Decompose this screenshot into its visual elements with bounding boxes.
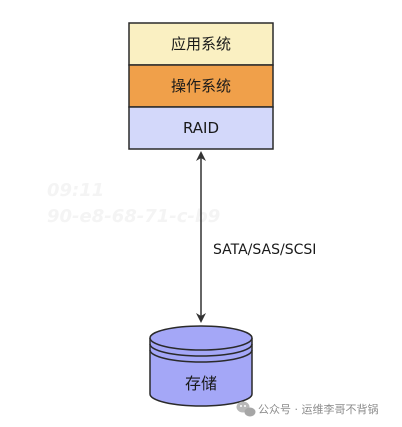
layer-raid-label: RAID [183,119,219,137]
watermark-line-time: 09:11 [47,180,104,201]
layer-application-system: 应用系统 [128,22,274,66]
system-stack: 应用系统 操作系统 RAID [128,22,274,150]
watermark-line-mac: 90-e8-68-71-c-b9 [47,206,220,227]
storage-cylinder: 存储 [149,325,253,407]
layer-application-label: 应用系统 [171,35,231,53]
account-watermark-text: 公众号 · 运维李哥不背锅 [258,402,379,416]
layer-operating-system: 操作系统 [128,64,274,108]
storage-cylinder-top [149,325,253,351]
wechat-icon [236,401,256,417]
layer-raid-box [128,106,274,150]
layer-raid: RAID [128,106,274,150]
layer-os-label: 操作系统 [171,77,231,95]
layer-application-box [128,22,274,66]
interface-label: SATA/SAS/SCSI [213,242,316,258]
storage-cylinder-rim-1 [149,343,253,357]
background-watermark: 09:11 90-e8-68-71-c-b9 [47,180,220,227]
storage-cylinder-rim-2 [149,349,253,363]
storage-label: 存储 [185,374,217,393]
connection: SATA/SAS/SCSI [196,151,316,323]
layer-os-box [128,64,274,108]
account-watermark: 公众号 · 运维李哥不背锅 [236,401,379,417]
